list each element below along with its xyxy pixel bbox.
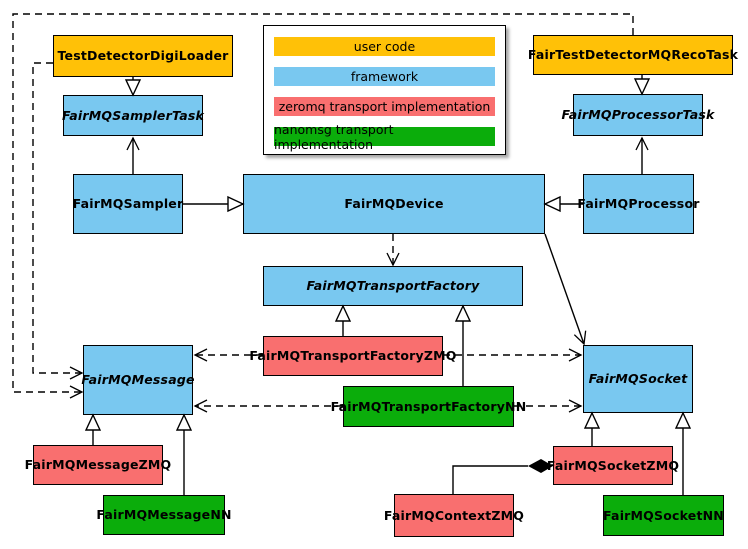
class-box-fairmq-device: FairMQDevice <box>243 174 545 234</box>
class-box-fair-test-detector-mq-reco-task: FairTestDetectorMQRecoTask <box>528 35 738 75</box>
legend: user code framework zeromq transport imp… <box>263 25 506 155</box>
class-box-fairmq-socket-nn: FairMQSocketNN <box>603 495 724 536</box>
class-box-fairmq-context-zmq: FairMQContextZMQ <box>384 494 524 537</box>
legend-item-nanomsg: nanomsg transport implementation <box>274 122 495 152</box>
class-box-fairmq-transport-factory-nn: FairMQTransportFactoryNN <box>331 386 526 427</box>
class-box-fairmq-message: FairMQMessage <box>81 345 194 415</box>
association-device-socket <box>544 233 587 346</box>
composition-context-socketzmq-line <box>452 465 528 494</box>
class-box-fairmq-socket: FairMQSocket <box>583 345 693 413</box>
class-box-fairmq-processor-task: FairMQProcessorTask <box>561 94 714 136</box>
class-box-fairmq-sampler: FairMQSampler <box>73 174 183 234</box>
legend-item-framework: framework <box>274 67 495 86</box>
legend-item-user-code: user code <box>274 37 495 56</box>
class-box-fairmq-transport-factory-zmq: FairMQTransportFactoryZMQ <box>249 336 456 376</box>
class-box-test-detector-digi-loader: TestDetectorDigiLoader <box>53 35 233 77</box>
class-box-fairmq-transport-factory: FairMQTransportFactory <box>263 266 523 306</box>
legend-item-zeromq: zeromq transport implementation <box>274 97 495 116</box>
class-box-fairmq-sampler-task: FairMQSamplerTask <box>62 95 204 136</box>
class-box-fairmq-socket-zmq: FairMQSocketZMQ <box>547 446 679 485</box>
class-box-fairmq-message-nn: FairMQMessageNN <box>96 495 231 535</box>
class-box-fairmq-message-zmq: FairMQMessageZMQ <box>25 445 171 485</box>
class-box-fairmq-processor: FairMQProcessor <box>577 174 699 234</box>
